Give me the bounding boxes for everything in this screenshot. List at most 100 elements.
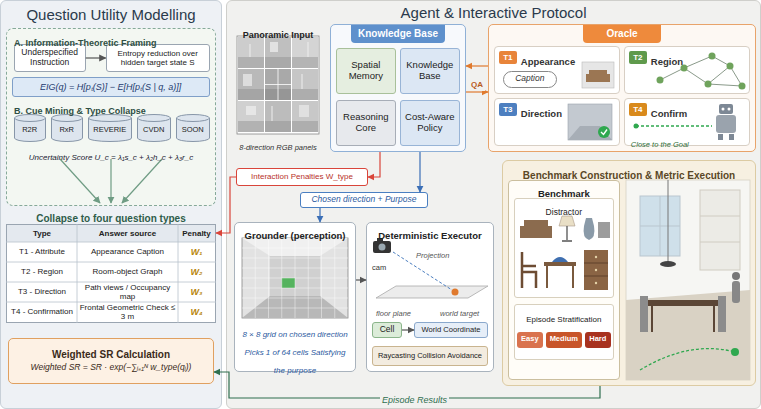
panorama-image [246, 106, 256, 115]
connector [319, 208, 320, 222]
dataset-cylinder: R2R [14, 114, 46, 142]
module-group: Knowledge BaseSpatial MemoryKnowledge Ba… [330, 24, 466, 152]
node-text: Room-object Graph [93, 267, 163, 276]
cylinder-outline [51, 118, 82, 122]
node-text: Weighted SR = SR · exp(−∑ᵢ₌₁ᴺ w_type(qᵢ)… [31, 363, 192, 373]
node-text: 8 × 8 grid on chosen direction Picks 1 o… [242, 330, 347, 375]
node-text: Path views / Occupancy map [79, 283, 176, 301]
text-slot: Episode Stratification [515, 308, 613, 326]
module-box: Knowledge Base [400, 48, 460, 94]
module-box: Reasoning Core [336, 100, 396, 146]
node-text: Deterministic Executor [378, 230, 481, 241]
module-box: Spatial Memory [336, 48, 396, 94]
node-text: Knowledge Base [404, 60, 456, 82]
node-text: B. Cue Mining & Type Collapse [14, 106, 146, 116]
panorama-image [265, 57, 291, 68]
panorama-image [292, 57, 318, 68]
panorama-image [238, 121, 264, 132]
text-tag: Path views / Occupancy map [77, 282, 178, 302]
distractor-objects [598, 222, 610, 238]
direction-thumbnail [601, 130, 607, 135]
region-graph [660, 56, 742, 86]
distractor-box: Distractor [514, 198, 614, 298]
node-text: Weighted SR Calculation [52, 349, 170, 361]
node-text: Panoramic Input [243, 30, 314, 40]
text-slot: Confirm [651, 103, 687, 121]
confirm-robot [729, 134, 734, 140]
node-text: W₃ [191, 287, 203, 297]
step-box: Raycasting Collision Avoidance [372, 346, 488, 366]
grounder-view [242, 296, 348, 318]
grounder-view [270, 256, 320, 296]
label-text: Projection [416, 251, 449, 260]
room-render [718, 296, 726, 332]
cylinder-outline [51, 114, 82, 141]
cylinder-outline [176, 114, 209, 141]
node-text: Frontal Geometric Check ≤ 3 m [79, 303, 176, 321]
node-text: Easy [521, 335, 539, 344]
process-box: Entropy reduction over hidden target sta… [106, 44, 210, 72]
step-box: World Coordinate [414, 322, 488, 338]
text-tag: Answer source [77, 225, 178, 242]
panorama-image [243, 74, 252, 86]
panorama-image [265, 101, 291, 132]
dataset-cylinder: CVDN [137, 114, 171, 142]
node-text: T4 [633, 105, 642, 114]
room-render [660, 261, 676, 267]
distractor-objects [595, 269, 597, 271]
edge-label: QA [469, 73, 485, 91]
room-render [668, 180, 669, 262]
text-slot: Agent & Interactive Protocol [227, 4, 760, 22]
room-render [640, 349, 735, 370]
step-box: Cell [372, 322, 402, 338]
node-text: RxR [59, 126, 74, 135]
node-text: EIG(q) = H[pₜ(S)] − E[H[pₜ(S | q, a)]] [40, 82, 181, 92]
node-text: Cost-Aware Policy [404, 112, 456, 134]
benchmark-panel: Benchmark Construction & Metric Executio… [502, 160, 756, 386]
region-graph [705, 81, 712, 88]
text-slot: Appearance [521, 51, 575, 69]
connector [466, 65, 488, 66]
distractor-objects [520, 216, 610, 290]
difficulty-tag: Easy [517, 332, 543, 348]
room-render [648, 300, 718, 306]
text-tag: Type [7, 225, 77, 242]
region-graph [657, 77, 664, 84]
panorama-image [238, 57, 264, 68]
free-label: floor plane [376, 302, 411, 320]
cylinder-outline [137, 114, 170, 141]
room-render [652, 306, 714, 332]
node-text: Region [651, 56, 683, 67]
projection-sketch [379, 244, 386, 251]
process-box: Underspecified Instruction [14, 44, 86, 72]
room-render [626, 180, 750, 380]
region-graph [739, 83, 746, 90]
direction-thumbnail [568, 104, 612, 140]
label-text: Collapse to four question types [36, 213, 185, 224]
node-text: Cell [380, 325, 395, 335]
image-frame: Panoramic Input8-direction RGB panels [232, 24, 324, 150]
left-panel: Question Utility ModellingA. Information… [0, 0, 222, 409]
node-text: T2 [633, 53, 642, 62]
question-type-card: T4ConfirmClose to the Goal [624, 98, 750, 146]
cylinder-outline [14, 118, 45, 122]
panorama-image [265, 37, 291, 68]
label-text: floor plane [376, 309, 411, 318]
distractor-objects [562, 226, 572, 241]
appearance-thumbnail [582, 62, 614, 88]
connector [356, 279, 366, 280]
text-slot: B. Cue Mining & Type Collapse [14, 100, 146, 118]
node-text: A. Information-Theoretic Framing [14, 38, 157, 48]
table-grid [6, 224, 216, 323]
distractor-objects [522, 252, 536, 288]
connector [402, 329, 414, 330]
panorama-image [292, 89, 318, 100]
panorama-image [292, 101, 318, 132]
node-text: T3 [503, 105, 512, 114]
question-type-card: T2 Region [624, 46, 750, 94]
panorama-image [238, 69, 264, 100]
node-text: Underspecified Instruction [18, 48, 82, 68]
node-text: Type [33, 229, 51, 238]
node-text: SOON [182, 126, 204, 135]
